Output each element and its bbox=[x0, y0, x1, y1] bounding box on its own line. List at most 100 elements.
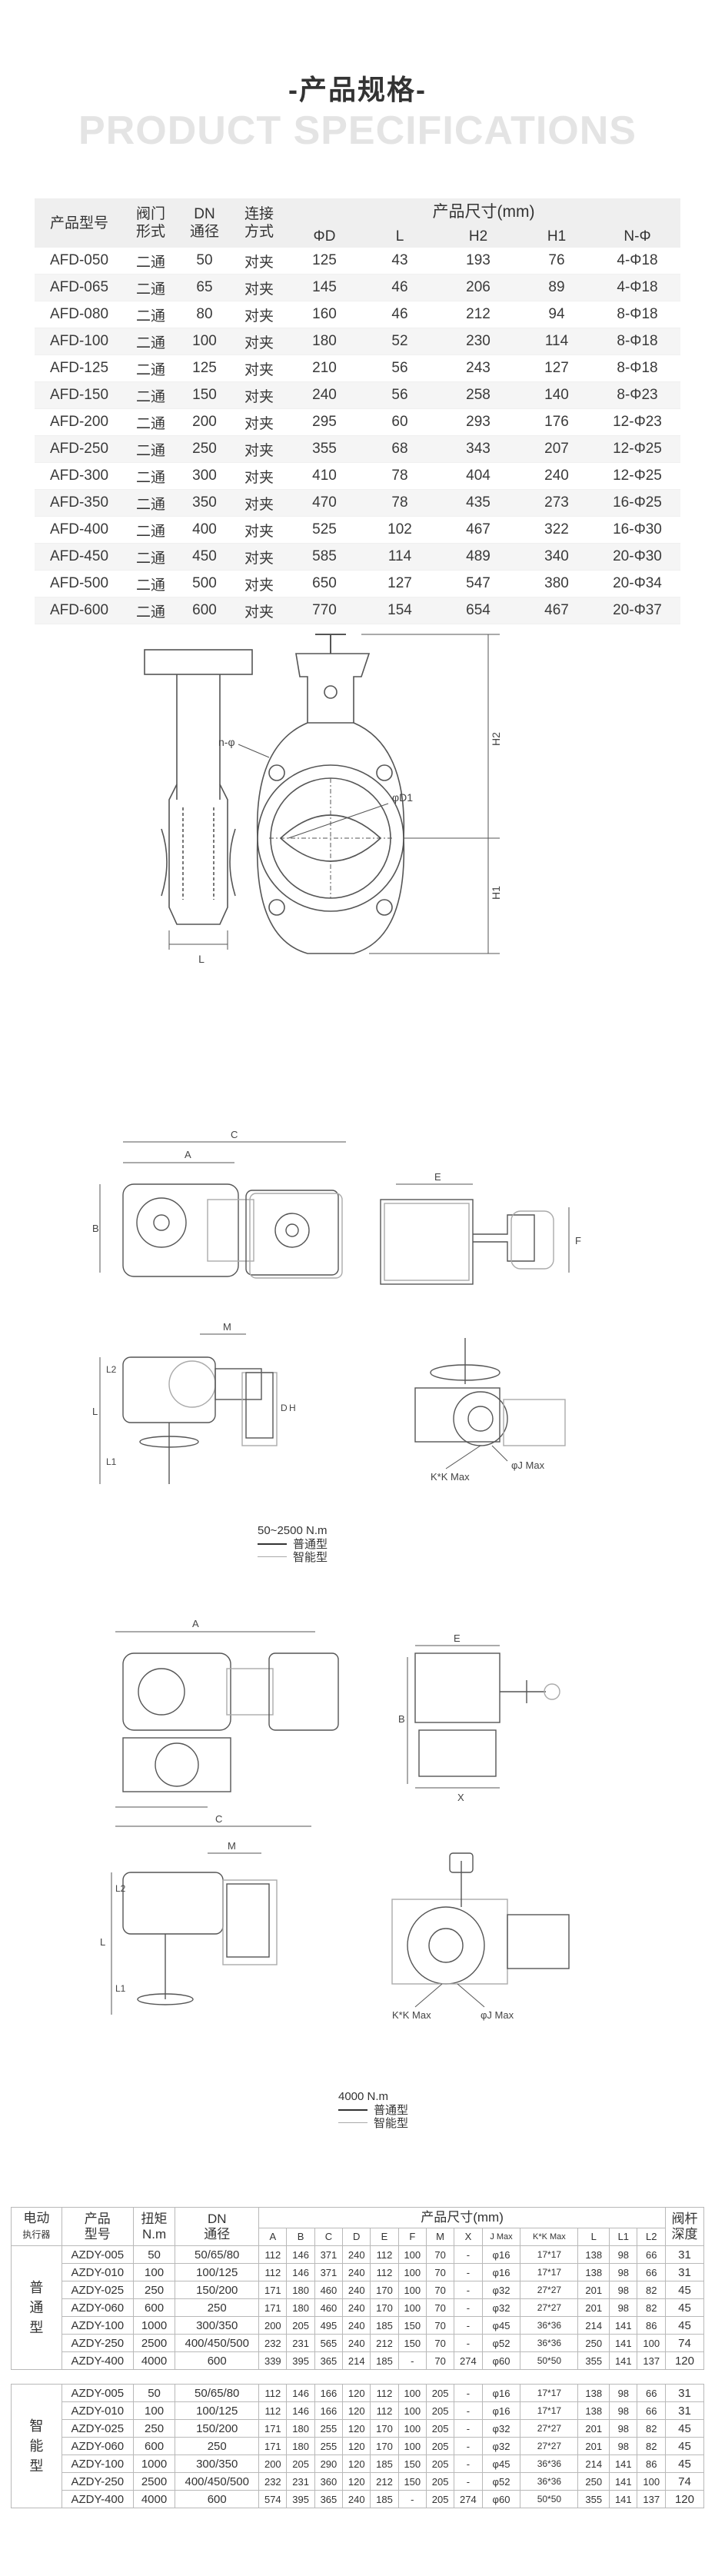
side-view-disc-right bbox=[229, 828, 236, 897]
act-table-cell: 274 bbox=[454, 2351, 483, 2370]
legend-line-smart bbox=[258, 1556, 287, 1557]
act1-label-l2: L2 bbox=[106, 1364, 117, 1375]
spec-table-cell: 585 bbox=[287, 543, 362, 571]
act-table-cell: 495 bbox=[314, 2316, 344, 2335]
act-table-cell: 138 bbox=[577, 2245, 610, 2264]
act-table-cell: 27*27 bbox=[520, 2298, 579, 2317]
act1-label-j: φJ Max bbox=[511, 1459, 545, 1471]
spec-table-cell: 200 bbox=[178, 408, 231, 436]
act-table-cell: - bbox=[454, 2472, 483, 2491]
act-table-cell: 185 bbox=[370, 2490, 399, 2508]
act-table-gap bbox=[12, 2370, 704, 2385]
spec-table-cell: 对夹 bbox=[231, 301, 287, 328]
act-table-cell: 205 bbox=[425, 2455, 455, 2473]
act-table-cell: 70 bbox=[425, 2351, 455, 2370]
act-table-cell: 240 bbox=[342, 2334, 371, 2352]
act2-label-e: E bbox=[454, 1632, 461, 1644]
act-table-cell: AZDY-025 bbox=[61, 2281, 134, 2299]
spec-table-cell: 50 bbox=[178, 248, 231, 275]
spec-table-cell: 对夹 bbox=[231, 489, 287, 517]
act-table-cell: 100 bbox=[637, 2334, 666, 2352]
act-table-cell: φ32 bbox=[481, 2281, 521, 2299]
spec-table-cell: 12-Φ25 bbox=[594, 462, 680, 490]
act-table-cell: 120 bbox=[342, 2401, 371, 2420]
spec-table-cell: 230 bbox=[437, 328, 519, 355]
act-header-size-col: F bbox=[397, 2228, 427, 2246]
spec-table-cell: AFD-100 bbox=[35, 328, 124, 355]
act-table-cell: 250 bbox=[175, 2437, 260, 2455]
act-table-cell: 141 bbox=[609, 2455, 638, 2473]
spec-table-cell: 450 bbox=[178, 543, 231, 571]
bolt-hole-bl bbox=[268, 899, 285, 916]
act-table-cell: 460 bbox=[314, 2298, 344, 2317]
act-table-cell: 36*36 bbox=[520, 2472, 579, 2491]
act-table-cell: 17*17 bbox=[520, 2263, 579, 2281]
spec-table-cell: 52 bbox=[362, 328, 437, 355]
header-connect: 连接 方式 bbox=[231, 198, 287, 248]
spec-table-cell: 467 bbox=[519, 597, 594, 624]
actuator-drawing-1: A C B E F M L2 L L1 D H K*K Max φJ Max bbox=[92, 1107, 630, 1507]
spec-table-cell: 二通 bbox=[124, 516, 178, 544]
act-table-cell: 150 bbox=[397, 2316, 427, 2335]
spec-table-cell: 470 bbox=[287, 489, 362, 517]
act-header-actuator-main: 电动 bbox=[23, 2211, 50, 2225]
spec-table-cell: 240 bbox=[519, 462, 594, 490]
act1-label-c: C bbox=[231, 1129, 238, 1140]
act-table-cell: 36*36 bbox=[520, 2316, 579, 2335]
spec-table-cell: 80 bbox=[178, 301, 231, 328]
act-table-cell: φ60 bbox=[481, 2351, 521, 2370]
spec-table-cell: 43 bbox=[362, 248, 437, 275]
act-table-cell: 600 bbox=[132, 2437, 176, 2455]
act-header-size-col: K*K Max bbox=[520, 2228, 579, 2246]
act-table-cell: 150 bbox=[397, 2472, 427, 2491]
act-table-cell: 31 bbox=[664, 2245, 705, 2264]
act-table-cell: 50 bbox=[132, 2245, 176, 2264]
act1-label-m: M bbox=[223, 1321, 231, 1333]
side-view-hidden bbox=[182, 807, 214, 900]
spec-table-cell: 400 bbox=[178, 516, 231, 544]
act2-label-l: L bbox=[100, 1936, 105, 1948]
act1-handwheel bbox=[136, 1197, 187, 1248]
spec-table-cell: 125 bbox=[178, 354, 231, 382]
act-table-cell: 150 bbox=[397, 2455, 427, 2473]
act-table-cell: 82 bbox=[637, 2437, 666, 2455]
act-table-cell: AZDY-060 bbox=[61, 2437, 134, 2455]
act-table-cell: 100 bbox=[397, 2437, 427, 2455]
act-table-cell: - bbox=[454, 2263, 483, 2281]
spec-table-cell: 二通 bbox=[124, 543, 178, 571]
act-table-cell: 212 bbox=[370, 2472, 399, 2491]
spec-table-cell: 20-Φ37 bbox=[594, 597, 680, 624]
act-table-cell: 180 bbox=[286, 2281, 315, 2299]
act-table-cell: 98 bbox=[609, 2281, 638, 2299]
act-table-cell: 98 bbox=[609, 2437, 638, 2455]
spec-table-cell: 650 bbox=[287, 570, 362, 597]
spec-table-cell: 对夹 bbox=[231, 597, 287, 624]
act-table-cell: 66 bbox=[637, 2401, 666, 2420]
act-table-cell: 27*27 bbox=[520, 2419, 579, 2438]
act-header-actuator-sub: 执行器 bbox=[22, 2229, 51, 2240]
act-table-cell: 45 bbox=[664, 2437, 705, 2455]
label-h1: H1 bbox=[490, 886, 502, 900]
act1-label-l1: L1 bbox=[106, 1456, 117, 1467]
act-table-cell: 31 bbox=[664, 2384, 705, 2402]
spec-table-cell: 16-Φ30 bbox=[594, 516, 680, 544]
act-table-cell: 98 bbox=[609, 2263, 638, 2281]
act-table-cell: 180 bbox=[286, 2419, 315, 2438]
act-table-cell: 171 bbox=[258, 2437, 288, 2455]
spec-table-cell: AFD-250 bbox=[35, 435, 124, 463]
spec-table-cell: 125 bbox=[287, 248, 362, 275]
act-table-cell: AZDY-005 bbox=[61, 2384, 134, 2402]
act-table-cell: 205 bbox=[425, 2472, 455, 2491]
legend-2-line-normal bbox=[338, 2108, 367, 2111]
act-header-size-col: M bbox=[425, 2228, 455, 2246]
spec-table-cell: 127 bbox=[362, 570, 437, 597]
spec-table-cell: 对夹 bbox=[231, 274, 287, 301]
act1-label-d: D bbox=[281, 1403, 288, 1413]
act-table-cell: 45 bbox=[664, 2419, 705, 2438]
